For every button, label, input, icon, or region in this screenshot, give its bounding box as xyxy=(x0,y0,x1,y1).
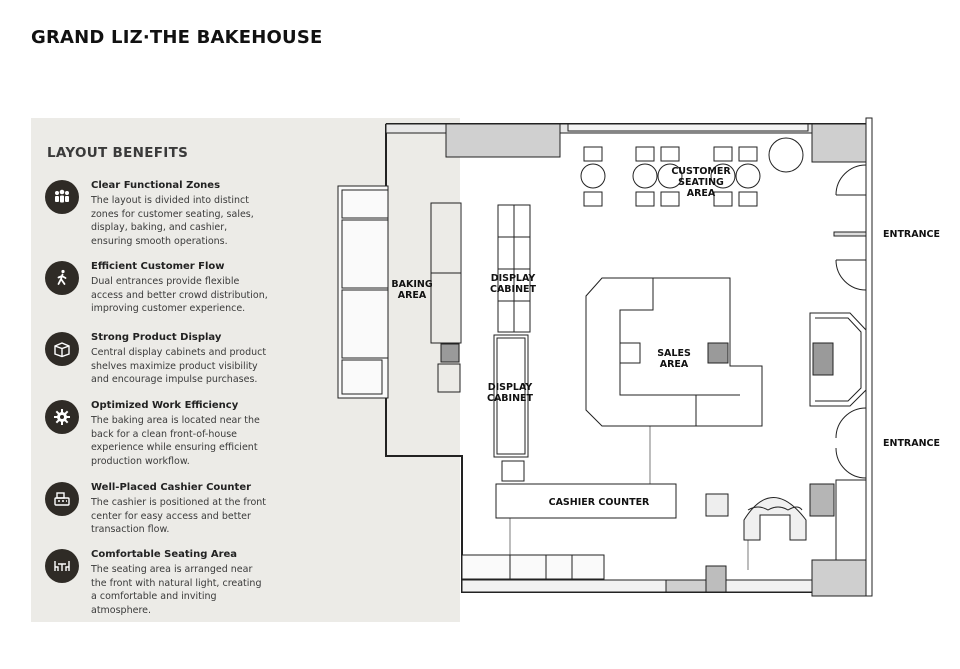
door-bottom xyxy=(835,407,867,479)
gear-icon xyxy=(45,400,79,434)
top-wall-block xyxy=(445,123,561,158)
benefit-title: Efficient Customer Flow xyxy=(91,261,225,272)
benefit-title: Optimized Work Efficiency xyxy=(91,400,239,411)
sales-island xyxy=(585,277,763,427)
label-display-cabinet-1: CABINET xyxy=(490,284,537,295)
benefit-description: The baking area is located near the back… xyxy=(91,415,260,467)
cashier-counter xyxy=(495,483,677,519)
display-box-icon xyxy=(45,332,79,366)
corner-column-bottom xyxy=(811,559,867,597)
label-customer-seating: AREA xyxy=(687,188,716,199)
benefit-title: Strong Product Display xyxy=(91,332,222,343)
label-display-cabinet-1: DISPLAY xyxy=(491,273,536,284)
benefit-title: Comfortable Seating Area xyxy=(91,549,238,560)
door-top xyxy=(835,164,867,291)
benefit-description: The cashier is positioned at the front c… xyxy=(91,497,267,535)
display-cabinet-2 xyxy=(493,334,529,458)
label-entrance-bottom: ENTRANCE xyxy=(883,438,940,449)
right-wall xyxy=(865,117,873,597)
label-baking-area: BAKING xyxy=(391,279,432,290)
baking-stool xyxy=(437,363,461,393)
baking-shelf-outer xyxy=(337,185,389,399)
baking-shelf xyxy=(341,289,389,359)
baking-shelf xyxy=(341,219,389,289)
label-sales-area: SALES xyxy=(657,348,691,359)
top-wall-strip xyxy=(567,123,809,132)
bottom-counter xyxy=(461,554,605,580)
table-chairs-icon xyxy=(45,549,79,583)
label-display-cabinet-2: CABINET xyxy=(487,393,534,404)
benefit-description: Central display cabinets and product she… xyxy=(91,347,267,385)
curved-bench xyxy=(743,497,807,541)
seating-tables xyxy=(580,137,804,207)
benefit-description: Dual entrances provide flexible access a… xyxy=(91,276,268,314)
corner-column-top xyxy=(811,123,867,163)
bottom-column xyxy=(705,565,727,593)
benefit-title: Well-Placed Cashier Counter xyxy=(91,482,252,493)
walking-person-icon xyxy=(45,261,79,295)
page-title: GRAND LIZ·THE BAKEHOUSE xyxy=(31,27,323,48)
cabinet-stool xyxy=(501,460,525,482)
sales-sink xyxy=(707,342,729,364)
label-display-cabinet-2: DISPLAY xyxy=(488,382,533,393)
label-customer-seating: SEATING xyxy=(678,177,724,188)
label-baking-area: AREA xyxy=(398,290,427,301)
baking-shelf xyxy=(341,189,389,219)
label-customer-seating: CUSTOMER xyxy=(671,166,731,177)
benefit-description: The seating area is arranged near the fr… xyxy=(91,564,262,616)
baking-shelf xyxy=(341,359,383,395)
label-cashier-counter: CASHIER COUNTER xyxy=(549,497,650,508)
benefit-title: Clear Functional Zones xyxy=(91,180,221,191)
label-sales-area: AREA xyxy=(660,359,689,370)
panel-heading: LAYOUT BENEFITS xyxy=(47,145,189,161)
bottom-wall xyxy=(461,579,867,593)
cashier-stool xyxy=(705,493,729,517)
benefit-description: The layout is divided into distinct zone… xyxy=(91,195,254,247)
cash-register-icon xyxy=(45,482,79,516)
baking-sink xyxy=(440,343,460,363)
entrance-frame-top xyxy=(833,231,867,237)
people-icon xyxy=(45,180,79,214)
label-entrance-top: ENTRANCE xyxy=(883,229,940,240)
right-booth xyxy=(809,312,867,407)
